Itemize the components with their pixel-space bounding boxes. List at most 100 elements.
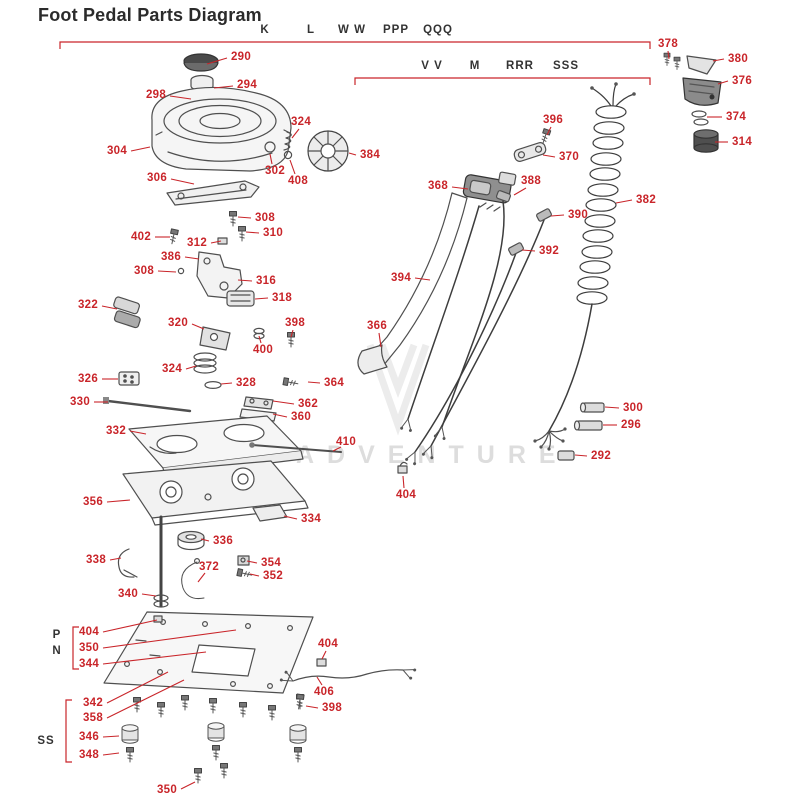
part-label-348: 348 (78, 749, 100, 761)
leader-line-336 (200, 538, 210, 542)
part-cables (407, 200, 545, 453)
part-label-294: 294 (236, 79, 258, 91)
part-label-308: 308 (254, 212, 276, 224)
group-letter-P: P (52, 629, 62, 641)
part-coil-wheel (307, 130, 349, 172)
part-label-324: 324 (161, 363, 183, 375)
part-label-374: 374 (725, 111, 747, 123)
part-label-342: 342 (82, 697, 104, 709)
leader-line-300 (604, 406, 620, 409)
part-label-376: 376 (731, 75, 753, 87)
leader-line-352 (249, 573, 260, 577)
part-label-404: 404 (317, 638, 339, 650)
leader-line-380 (712, 58, 725, 62)
leader-line-376 (717, 80, 729, 85)
part-arm (166, 180, 260, 206)
part-bracket-386 (177, 251, 243, 299)
part-label-384: 384 (359, 149, 381, 161)
leader-line-304 (130, 146, 151, 152)
leader-line-298 (169, 95, 192, 100)
group-letter-N: N (52, 645, 62, 657)
part-label-352: 352 (262, 570, 284, 582)
part-label-386: 386 (160, 251, 182, 263)
part-label-402: 402 (130, 231, 152, 243)
part-label-390: 390 (567, 209, 589, 221)
part-label-320: 320 (167, 317, 189, 329)
part-318 (226, 290, 255, 307)
part-label-296: 296 (620, 419, 642, 431)
part-label-358: 358 (82, 712, 104, 724)
leader-line-356 (106, 499, 131, 503)
leader-line-324 (291, 128, 300, 139)
part-label-410: 410 (335, 436, 357, 448)
part-wire-406 (278, 664, 418, 687)
part-label-310: 310 (262, 227, 284, 239)
leader-line-310 (245, 231, 260, 234)
part-label-408: 408 (287, 175, 309, 187)
part-wire-372 (181, 557, 205, 599)
part-shaft-340 (153, 515, 169, 608)
leader-line-404 (321, 650, 327, 660)
leader-line-334 (283, 515, 298, 520)
leader-line-328 (220, 382, 233, 385)
group-bracket-1 (354, 77, 651, 85)
part-clip-338 (117, 548, 138, 578)
part-label-400: 400 (252, 344, 274, 356)
part-housing (151, 86, 293, 172)
part-326 (118, 371, 140, 386)
part-grommet-336 (177, 530, 205, 551)
group-letter-QQQ: QQQ (423, 24, 453, 36)
leader-line-318 (254, 297, 269, 300)
watermark-logo-icon (366, 343, 430, 436)
part-label-394: 394 (390, 272, 412, 284)
part-label-364: 364 (323, 377, 345, 389)
leader-line-294 (213, 85, 234, 89)
part-label-398: 398 (284, 317, 306, 329)
part-spring-324 (193, 352, 217, 374)
part-label-360: 360 (290, 411, 312, 423)
part-label-370: 370 (558, 151, 580, 163)
group-letter-SSS: SSS (552, 60, 580, 72)
part-base-housing (122, 460, 309, 526)
part-switch-322 (113, 296, 141, 329)
leader-line-306 (170, 178, 195, 185)
part-label-406: 406 (313, 686, 335, 698)
part-base-plate (103, 611, 314, 694)
leader-line-354 (246, 560, 258, 564)
leader-line-340 (141, 593, 157, 597)
part-label-344: 344 (78, 658, 100, 670)
part-label-404: 404 (395, 489, 417, 501)
leader-line-344 (102, 651, 207, 665)
leader-line-410 (332, 446, 342, 452)
leader-line-348 (102, 752, 120, 756)
leader-line-404 (102, 619, 158, 633)
leader-line-290 (206, 57, 228, 65)
leader-line-388 (513, 187, 527, 196)
leader-line-382 (615, 199, 633, 204)
leader-lines (94, 50, 729, 790)
part-label-312: 312 (186, 237, 208, 249)
part-label-332: 332 (105, 425, 127, 437)
part-354 (237, 555, 250, 566)
part-label-354: 354 (260, 557, 282, 569)
part-label-392: 392 (538, 245, 560, 257)
watermark-text: ADVENTURE (296, 441, 569, 469)
part-label-382: 382 (635, 194, 657, 206)
leader-line-396 (546, 126, 552, 136)
group-letter-VV: V V (421, 60, 443, 72)
leader-line-390 (550, 214, 565, 217)
leader-line-378 (667, 50, 670, 60)
leader-line-320 (191, 323, 205, 330)
part-label-338: 338 (85, 554, 107, 566)
part-label-346: 346 (78, 731, 100, 743)
page-title: Foot Pedal Parts Diagram (38, 5, 262, 25)
group-letter-L: L (306, 24, 316, 36)
leader-line-364 (307, 381, 321, 384)
part-label-378: 378 (657, 38, 679, 50)
part-washer-312 (217, 237, 228, 245)
part-label-306: 306 (146, 172, 168, 184)
leader-line-342 (106, 671, 169, 704)
